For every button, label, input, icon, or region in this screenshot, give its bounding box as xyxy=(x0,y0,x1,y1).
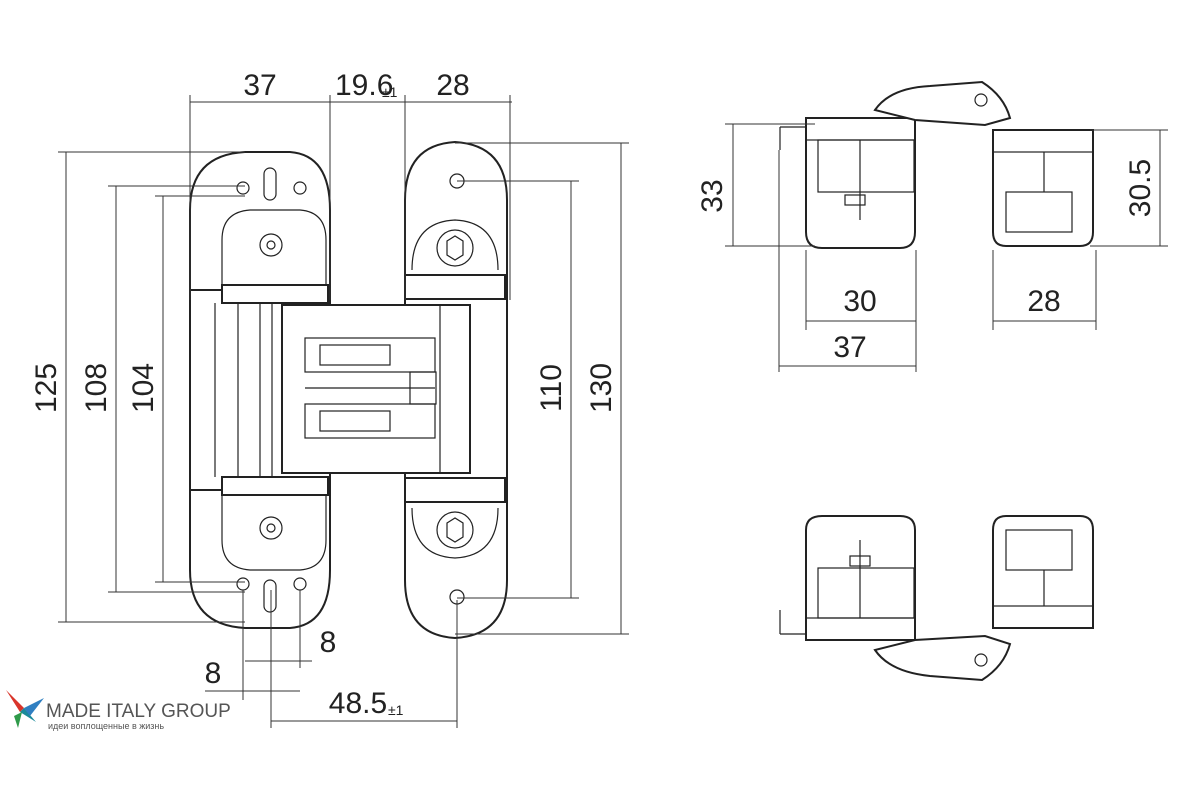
front-view-dimensions: 37 19.6 ±1 28 125 108 104 110 130 8 xyxy=(30,69,629,728)
dim-125: 125 xyxy=(30,363,63,413)
dim-30: 30 xyxy=(843,285,876,318)
dim-30-5: 30.5 xyxy=(1124,159,1157,217)
brand-logo: MADE ITALY GROUP идеи воплощенные в жизн… xyxy=(6,690,231,731)
brand-name: MADE ITALY GROUP xyxy=(46,701,231,722)
front-view-left-leaf xyxy=(189,151,331,629)
dim-108: 108 xyxy=(80,363,113,413)
dim-28-top: 28 xyxy=(436,69,469,102)
dim-19-6: 19.6 xyxy=(335,69,393,102)
dim-130: 130 xyxy=(585,363,618,413)
dim-19-6-tolerance: ±1 xyxy=(382,84,398,100)
dim-110: 110 xyxy=(535,364,568,412)
dim-8-left: 8 xyxy=(205,657,222,690)
dim-33: 33 xyxy=(696,179,729,212)
side-view-bottom xyxy=(779,515,1094,682)
dim-104: 104 xyxy=(127,363,160,413)
dim-37-top: 37 xyxy=(243,69,276,102)
front-view-center-linkage xyxy=(281,304,471,474)
dim-28-side: 28 xyxy=(1027,285,1060,318)
dim-48-5-tolerance: ±1 xyxy=(388,702,404,718)
dim-8-right: 8 xyxy=(320,626,337,659)
side-view-top xyxy=(779,80,1094,249)
dim-37-side: 37 xyxy=(833,331,866,364)
brand-logo-icon xyxy=(6,690,44,728)
side-view-dimensions: 33 30.5 30 28 37 xyxy=(696,123,1168,372)
dim-48-5: 48.5 xyxy=(329,687,387,720)
brand-tagline: идеи воплощенные в жизнь xyxy=(48,721,164,731)
